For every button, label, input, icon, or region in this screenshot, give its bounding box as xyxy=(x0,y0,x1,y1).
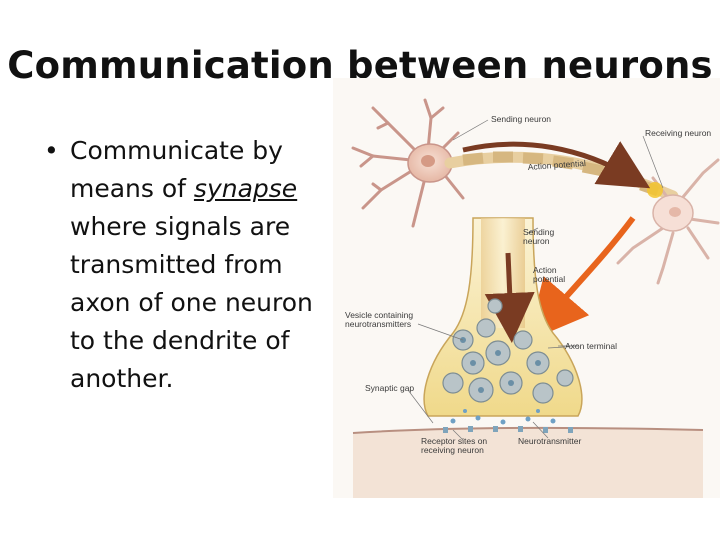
zoom-arrow xyxy=(527,216,636,342)
terminal-stalk xyxy=(481,218,525,328)
label-vesicle-1: Vesicle containing xyxy=(345,310,413,320)
label-receptor-2: receiving neuron xyxy=(421,445,484,455)
label-sending-neuron-mid-2: neuron xyxy=(523,236,550,246)
axon-terminal xyxy=(423,217,583,417)
receptor-sites xyxy=(443,426,573,433)
action-potential-arrow-top xyxy=(462,141,651,189)
label-sending-neuron-top: Sending neuron xyxy=(491,114,551,124)
receiving-membrane xyxy=(353,427,703,498)
label-axon-terminal: Axon terminal xyxy=(565,341,617,351)
label-action-potential-mid-1: Action xyxy=(533,265,557,275)
bullet-text-after: where signals are transmitted from axon … xyxy=(70,212,313,393)
bullet-text: Communicate by means of synapse where si… xyxy=(70,132,320,398)
neuron-synapse-illustration: Sending neuron Receiving neuron Action p… xyxy=(333,78,720,498)
leader-lines xyxy=(407,119,664,441)
vesicles xyxy=(442,298,574,404)
bullet-marker: • xyxy=(44,136,59,165)
receiving-neuron xyxy=(616,158,720,285)
label-receptor-1: Receptor sites on xyxy=(421,436,487,446)
synapse-spot xyxy=(647,182,663,198)
vesicle-contents xyxy=(460,337,541,393)
myelin-sheath xyxy=(462,151,660,197)
receiving-nucleus xyxy=(669,207,681,217)
label-neurotransmitter: Neurotransmitter xyxy=(518,436,581,446)
action-potential-arrow-mid xyxy=(484,252,535,343)
label-action-potential-top: Action potential xyxy=(527,158,586,172)
label-receiving-neuron: Receiving neuron xyxy=(645,128,711,138)
neurotransmitter-dots xyxy=(450,409,556,425)
label-vesicle-2: neurotransmitters xyxy=(345,319,411,329)
label-sending-neuron-mid-1: Sending xyxy=(523,227,554,237)
label-action-potential-mid-2: potential xyxy=(533,274,565,284)
bullet-text-before: Communicate by means of xyxy=(70,136,283,203)
sending-nucleus xyxy=(421,155,435,167)
label-synaptic-gap: Synaptic gap xyxy=(365,383,414,393)
bullet-emphasis-synapse: synapse xyxy=(193,174,298,203)
